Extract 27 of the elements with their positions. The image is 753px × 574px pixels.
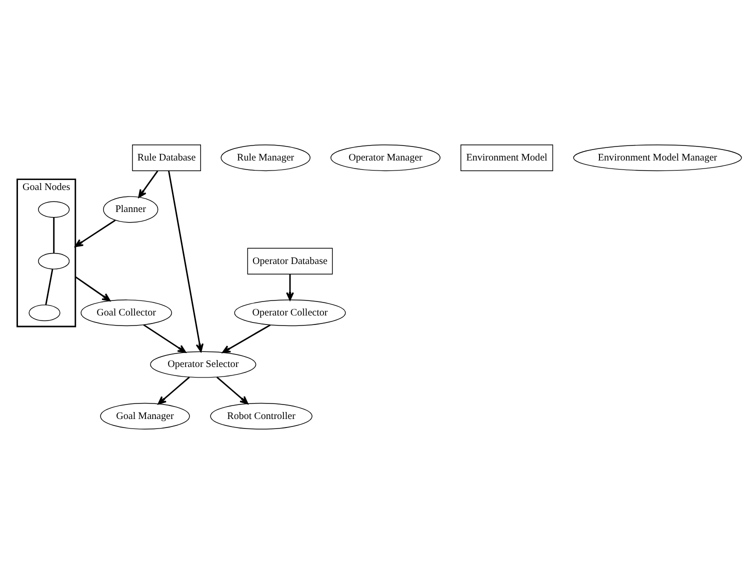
arrow (158, 376, 190, 405)
arrow (168, 170, 204, 352)
node-ellipse: Operator Collector (234, 300, 346, 326)
node-ellipse (28, 304, 60, 322)
node-ellipse (38, 201, 70, 218)
node-ellipse: Robot Controller (210, 402, 312, 430)
arrow (216, 376, 248, 404)
connector (53, 217, 55, 254)
node-ellipse: Goal Collector (80, 300, 172, 326)
node-box: Operator Database (247, 248, 333, 274)
cluster: Goal Nodes (16, 178, 76, 328)
arrow (143, 324, 186, 353)
node-ellipse: Operator Selector (150, 351, 256, 378)
connector (45, 268, 54, 306)
node-ellipse: Goal Manager (100, 402, 190, 430)
arrow (286, 274, 294, 301)
node-ellipse: Operator Manager (330, 144, 440, 172)
arrow (74, 220, 116, 248)
node-ellipse: Environment Model Manager (573, 144, 742, 172)
arrow (222, 324, 271, 354)
node-ellipse (38, 252, 70, 270)
node-ellipse: Rule Manager (220, 144, 310, 172)
arrow (138, 170, 158, 198)
node-box: Rule Database (132, 144, 201, 172)
node-ellipse: Planner (103, 196, 158, 223)
node-box: Environment Model (460, 144, 554, 172)
arrow (74, 276, 110, 302)
